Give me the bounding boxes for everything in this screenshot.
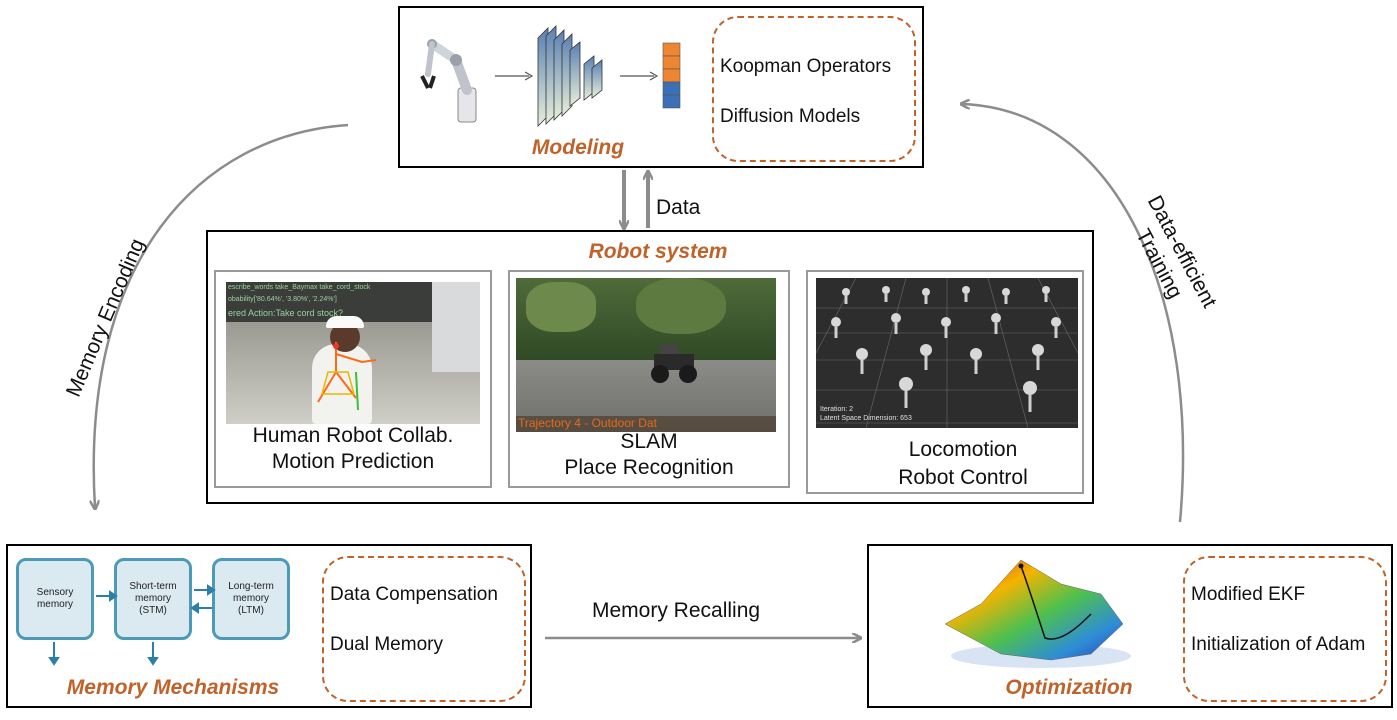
optimization-title: Optimization bbox=[1005, 676, 1133, 699]
modeling-title: Modeling bbox=[531, 136, 625, 159]
memory-mechanisms-box: Sensory memory Short-term memory (STM) L… bbox=[6, 544, 532, 708]
panel-slam: Trajectory 4 - Outdoor Dat SLAM Place Re… bbox=[508, 270, 790, 488]
neural-network-icon bbox=[537, 25, 603, 127]
training-arrow bbox=[962, 104, 1185, 523]
output-vector-icon bbox=[662, 42, 681, 109]
robot-arm-icon bbox=[420, 39, 477, 123]
memory-encoding-arrow bbox=[94, 123, 349, 508]
slam-photo: Trajectory 4 - Outdoor Dat bbox=[516, 278, 776, 432]
optimization-box: Optimization Modified EKF Initialization… bbox=[867, 544, 1393, 708]
loco-overlay-line1: Iteration: 2 bbox=[820, 406, 854, 413]
modeling-box: Modeling Koopman Operators Diffusion Mod… bbox=[398, 6, 924, 168]
panel-locomotion: Iteration: 2 Latent Space Dimension: 653… bbox=[806, 270, 1084, 494]
memory-flow-arrows bbox=[48, 584, 216, 666]
hrc-caption-line1: Human Robot Collab. bbox=[252, 424, 454, 447]
ltm-label3: (LTM) bbox=[238, 605, 264, 616]
method-diffusion-models: Diffusion Models bbox=[720, 106, 861, 127]
slam-caption-line2: Place Recognition bbox=[564, 456, 734, 479]
loss-landscape-icon bbox=[944, 559, 1131, 668]
hrc-overlay-row2: obability['80.64%', '3.80%', '2.24%'] bbox=[228, 296, 337, 303]
memory-mechanisms-title: Memory Mechanisms bbox=[66, 676, 280, 699]
ground-robot-icon bbox=[651, 344, 697, 383]
hrc-overlay-row3: ered Action:Take cord stock? bbox=[228, 308, 344, 318]
sensory-memory-label2: memory bbox=[36, 599, 74, 610]
method-initialization-of-adam: Initialization of Adam bbox=[1191, 634, 1366, 655]
stm-label1: Short-term bbox=[129, 581, 177, 592]
stm-label2: memory bbox=[134, 593, 172, 604]
long-term-memory-head: Long-term memory (LTM) bbox=[212, 558, 290, 640]
optimization-methods-box: Modified EKF Initialization of Adam bbox=[1183, 556, 1387, 702]
locomotion-caption-line2: Robot Control bbox=[898, 466, 1028, 489]
ltm-label2: memory bbox=[232, 593, 270, 604]
loco-overlay-line2: Latent Space Dimension: 653 bbox=[820, 415, 912, 422]
flow-arrow-icon bbox=[620, 71, 659, 81]
method-koopman-operators: Koopman Operators bbox=[720, 56, 892, 77]
robot-system-box: Robot system escribe_words take_Baymax t… bbox=[206, 230, 1094, 504]
hrc-overlay-row1: escribe_words take_Baymax take_cord_stoc… bbox=[228, 284, 371, 291]
ltm-label1: Long-term bbox=[228, 581, 274, 592]
slam-overlay-text: Trajectory 4 - Outdoor Dat bbox=[518, 416, 657, 430]
panel-human-robot-collab: escribe_words take_Baymax take_cord_stoc… bbox=[214, 270, 492, 488]
memory-methods-box: Data Compensation Dual Memory bbox=[322, 556, 526, 702]
memory-recalling-label: Memory Recalling bbox=[592, 599, 761, 622]
hrc-caption-line2: Motion Prediction bbox=[271, 450, 435, 473]
flow-arrow-icon bbox=[495, 71, 534, 81]
method-modified-ekf: Modified EKF bbox=[1191, 584, 1306, 605]
modeling-methods-box: Koopman Operators Diffusion Models bbox=[712, 16, 916, 162]
method-dual-memory: Dual Memory bbox=[330, 634, 443, 655]
locomotion-photo: Iteration: 2 Latent Space Dimension: 653 bbox=[816, 278, 1078, 428]
person-figure bbox=[312, 344, 372, 424]
sensory-memory-label1: Sensory bbox=[36, 587, 74, 598]
sensory-memory-head: Sensory memory bbox=[16, 558, 94, 640]
stm-label3: (STM) bbox=[139, 605, 167, 616]
data-label: Data bbox=[656, 196, 701, 219]
short-term-memory-head: Short-term memory (STM) bbox=[114, 558, 192, 640]
method-data-compensation: Data Compensation bbox=[330, 584, 498, 605]
slam-caption-line1: SLAM bbox=[620, 430, 678, 453]
robot-system-title: Robot system bbox=[588, 240, 728, 263]
hrc-photo: escribe_words take_Baymax take_cord_stoc… bbox=[226, 282, 480, 424]
locomotion-caption-line1: Locomotion bbox=[908, 438, 1018, 461]
